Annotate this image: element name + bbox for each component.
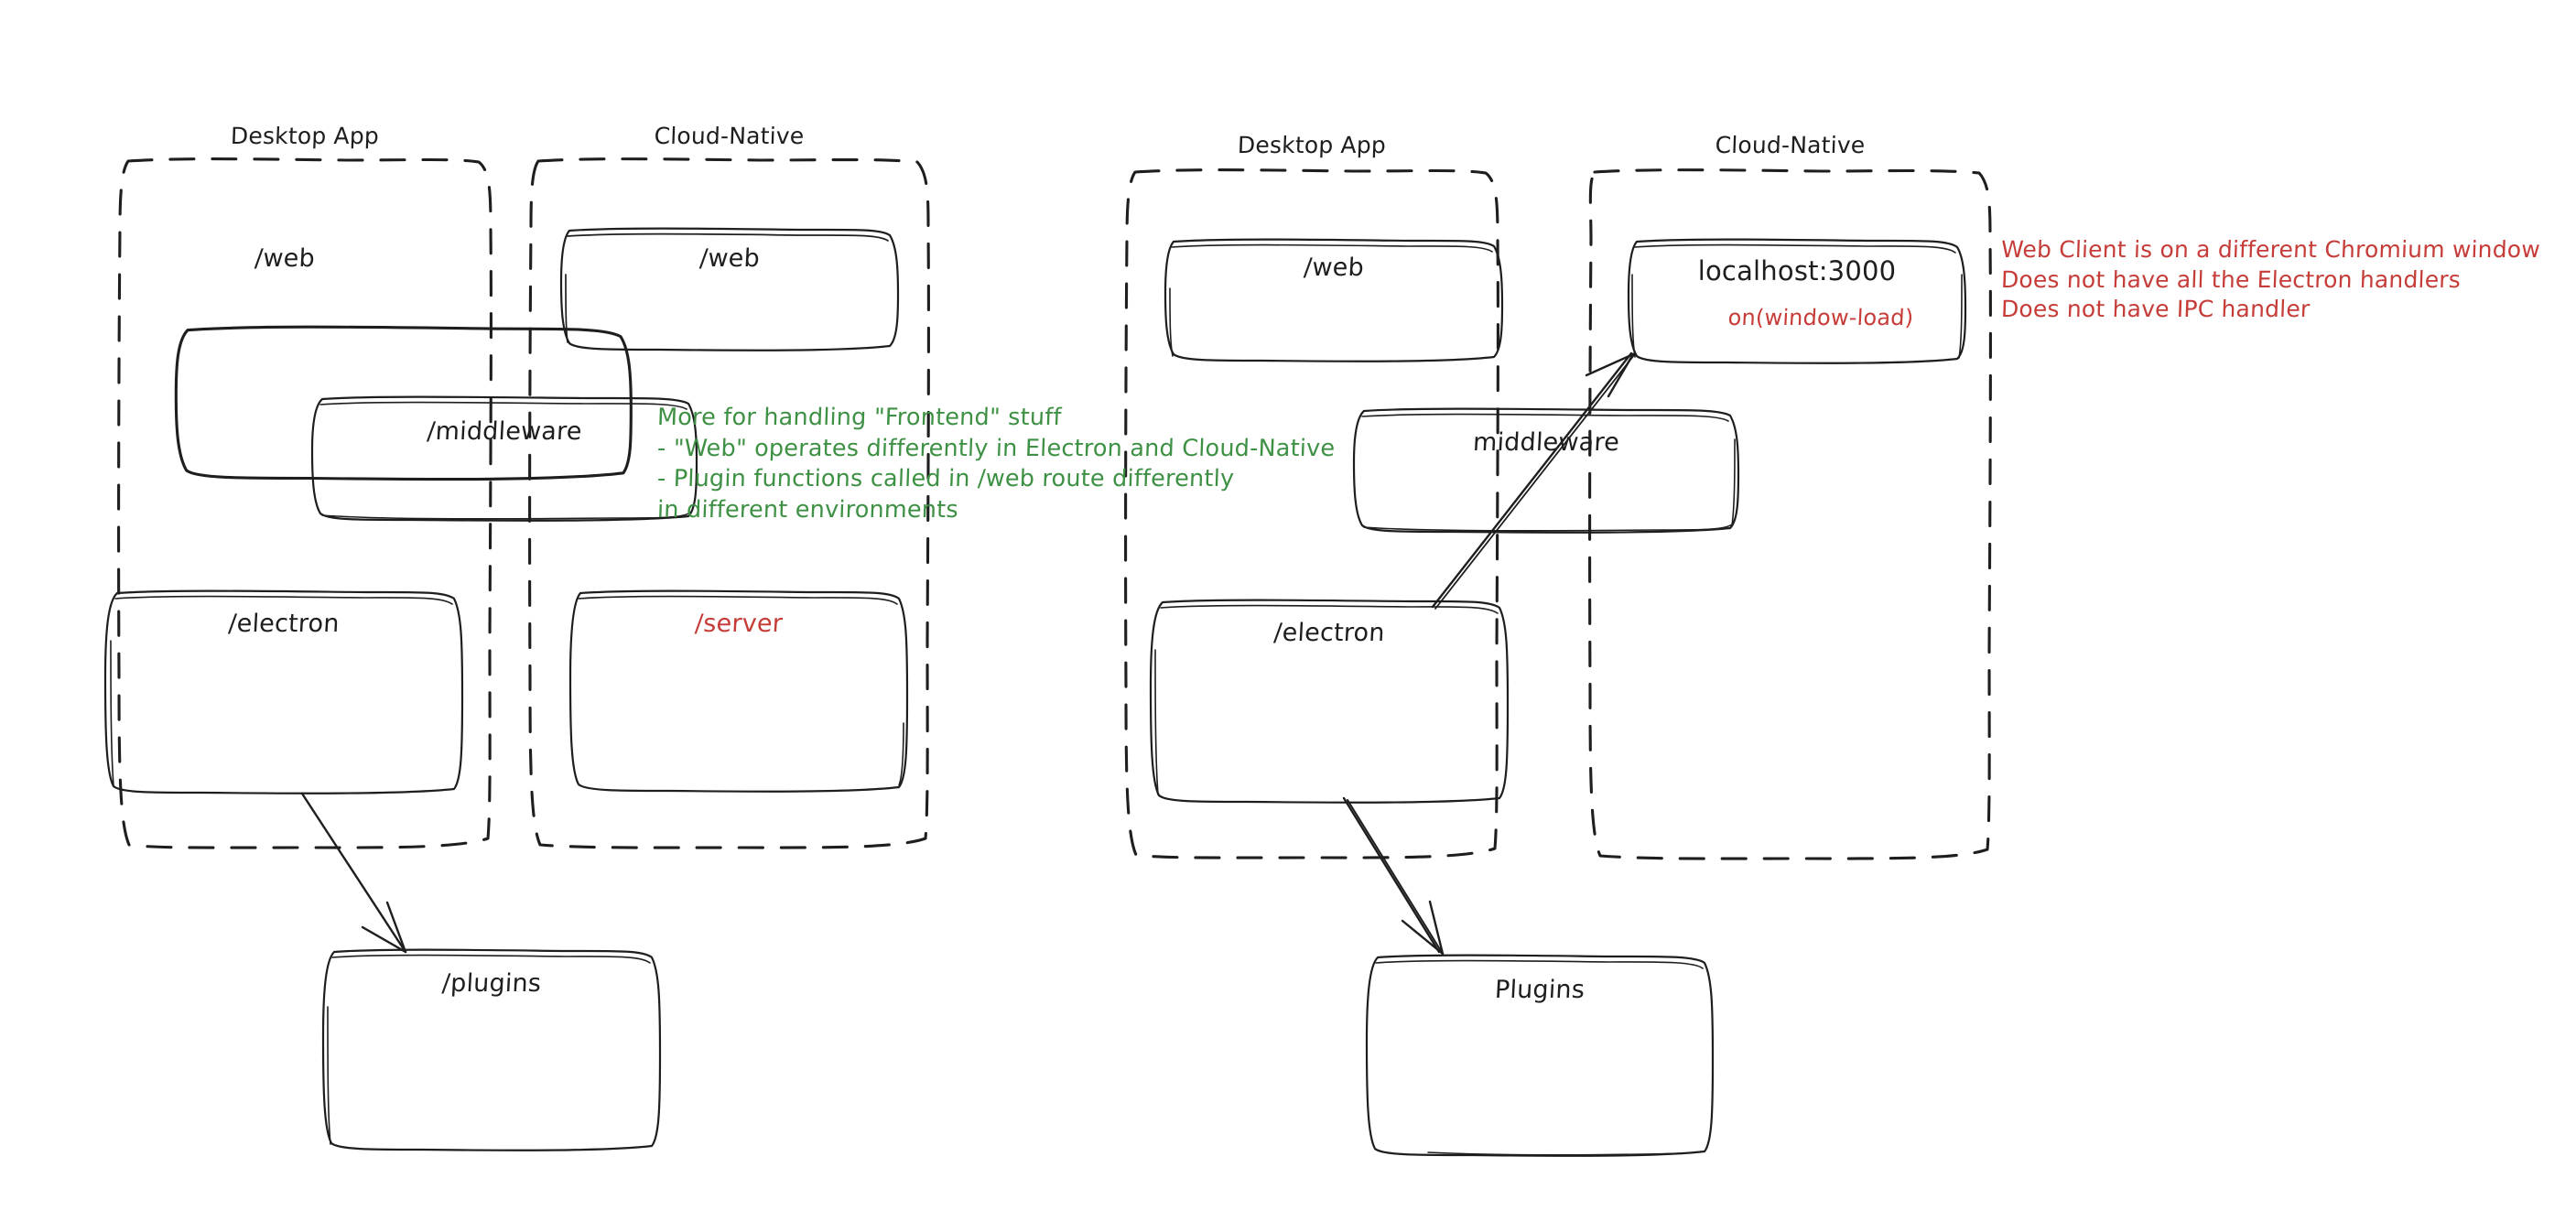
box-left-web-desktop[interactable] bbox=[174, 325, 633, 481]
box-left-plugins[interactable] bbox=[321, 948, 662, 1151]
group-title-left-desktop-app: Desktop App bbox=[230, 123, 380, 149]
group-container-left-desktop-app[interactable] bbox=[117, 157, 492, 849]
group-container-left-cloud-native[interactable] bbox=[528, 157, 930, 849]
box-label-right-web-desktop: /web bbox=[1303, 254, 1365, 282]
box-right-electron[interactable] bbox=[1149, 599, 1510, 804]
box-label-left-web-cloud: /web bbox=[698, 244, 761, 273]
box-right-localhost[interactable] bbox=[1627, 238, 1967, 364]
box-label-right-middleware: middleware bbox=[1472, 428, 1620, 457]
group-title-right-desktop-app: Desktop App bbox=[1237, 132, 1387, 158]
box-label-right-localhost: localhost:3000 bbox=[1697, 255, 1897, 286]
group-title-left-cloud-native: Cloud-Native bbox=[654, 123, 805, 149]
arrow-right-electron-to-plugins bbox=[1342, 796, 1445, 956]
box-left-server[interactable] bbox=[568, 589, 909, 793]
group-title-right-cloud-native: Cloud-Native bbox=[1715, 132, 1866, 158]
box-label-left-middleware: /middleware bbox=[426, 417, 583, 446]
annotation-line: - Plugin functions called in /web route … bbox=[656, 465, 1235, 493]
box-label-left-electron: /electron bbox=[227, 610, 341, 638]
box-right-middleware[interactable] bbox=[1352, 407, 1740, 534]
group-container-right-desktop-app[interactable] bbox=[1124, 168, 1499, 859]
box-sublabel-right-localhost: on(window-load) bbox=[1726, 305, 1915, 330]
box-label-right-plugins: Plugins bbox=[1494, 976, 1586, 1004]
box-label-left-plugins: /plugins bbox=[441, 969, 542, 998]
annotation-line: Does not have all the Electron handlers bbox=[2000, 265, 2462, 293]
annotation-line: More for handling "Frontend" stuff bbox=[656, 404, 1063, 431]
box-right-web-desktop[interactable] bbox=[1164, 238, 1504, 362]
annotation-line: Does not have IPC handler bbox=[2000, 296, 2311, 322]
box-label-left-server: /server bbox=[694, 610, 784, 638]
annotation-line: Web Client is on a different Chromium wi… bbox=[2000, 236, 2541, 263]
box-label-left-web-desktop: /web bbox=[254, 244, 316, 273]
annotation-left-green-note: More for handling "Frontend" stuff - "We… bbox=[656, 403, 1336, 526]
box-left-web-cloud[interactable] bbox=[559, 227, 900, 351]
annotation-right-red-note: Web Client is on a different Chromium wi… bbox=[2000, 235, 2541, 325]
annotation-line: - "Web" operates differently in Electron… bbox=[656, 434, 1336, 462]
box-label-right-electron: /electron bbox=[1272, 619, 1386, 647]
annotation-line: in different environments bbox=[656, 495, 959, 524]
group-container-right-cloud-native[interactable] bbox=[1588, 168, 1992, 860]
box-left-electron[interactable] bbox=[103, 589, 464, 794]
box-right-plugins[interactable] bbox=[1365, 954, 1715, 1157]
arrow-left-electron-to-plugins bbox=[300, 792, 407, 954]
box-left-middleware[interactable] bbox=[310, 395, 698, 522]
arrow-right-electron-to-localhost bbox=[1431, 351, 1635, 610]
